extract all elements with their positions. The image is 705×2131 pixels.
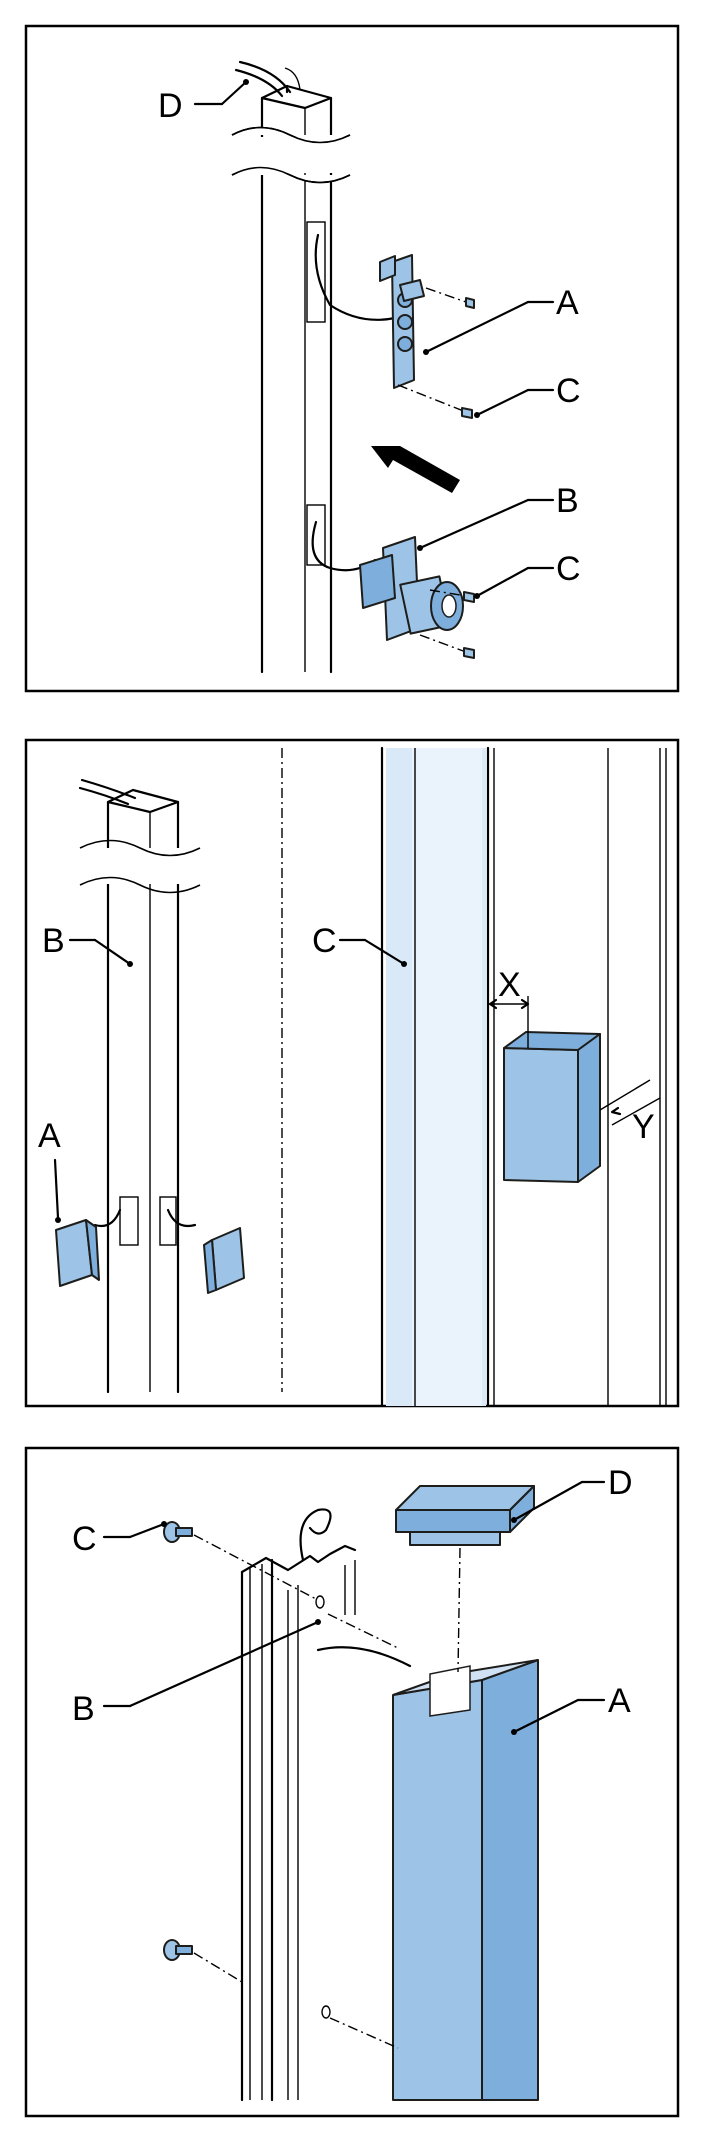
step2-illustration: X Y B A C [24,738,680,1408]
cap-d [395,1485,535,1546]
label-c1: C [556,372,581,410]
enlarged-box [503,1031,601,1183]
step1-frame [24,24,680,693]
label-a: A [38,1117,61,1155]
screw-top [163,1521,325,1609]
label-b: B [42,922,65,960]
cap-axis [457,1547,461,1673]
label-b: B [556,482,579,520]
label-c: C [72,1520,97,1558]
hole-alignment-top [327,1613,399,1649]
step2-panel: X Y B A C [0,700,705,1420]
dim-x-label: X [498,966,521,1004]
screw-bottom [163,1939,243,1983]
hole-alignment-bottom [329,2017,399,2049]
dimension-y: Y [599,1079,661,1146]
label-a: A [608,1682,631,1720]
assembly-arrow [371,446,460,493]
cable-top [234,60,301,98]
step2-frame [24,738,680,1408]
label-c: C [312,922,337,960]
dim-y-label: Y [632,1108,655,1146]
step3-illustration: C B D A [24,1446,680,2118]
label-d: D [158,87,183,125]
step3-frame [24,1446,680,2118]
post [231,84,363,674]
label-c2: C [556,550,581,588]
label-a: A [556,284,579,322]
rail-b [240,1508,357,2102]
left-post [78,778,222,1394]
step1-panel: D A C B C [0,0,705,700]
step3-callouts: C B D A [72,1464,633,1735]
part-a-plate [314,233,475,419]
step3-panel: C B D A [0,1420,705,2131]
left-post-boxes [55,1208,245,1294]
step1-illustration: D A C B C [24,24,680,693]
dimension-x: X [488,966,530,1048]
right-post [380,746,667,1408]
step2-callouts: B A C [38,922,407,1223]
label-b: B [72,1690,95,1728]
step1-callouts: D A C B C [158,79,581,599]
part-b-lock [311,520,475,659]
cover-a [316,1646,539,2101]
hole-bottom [321,2005,331,2019]
label-d: D [608,1464,633,1502]
